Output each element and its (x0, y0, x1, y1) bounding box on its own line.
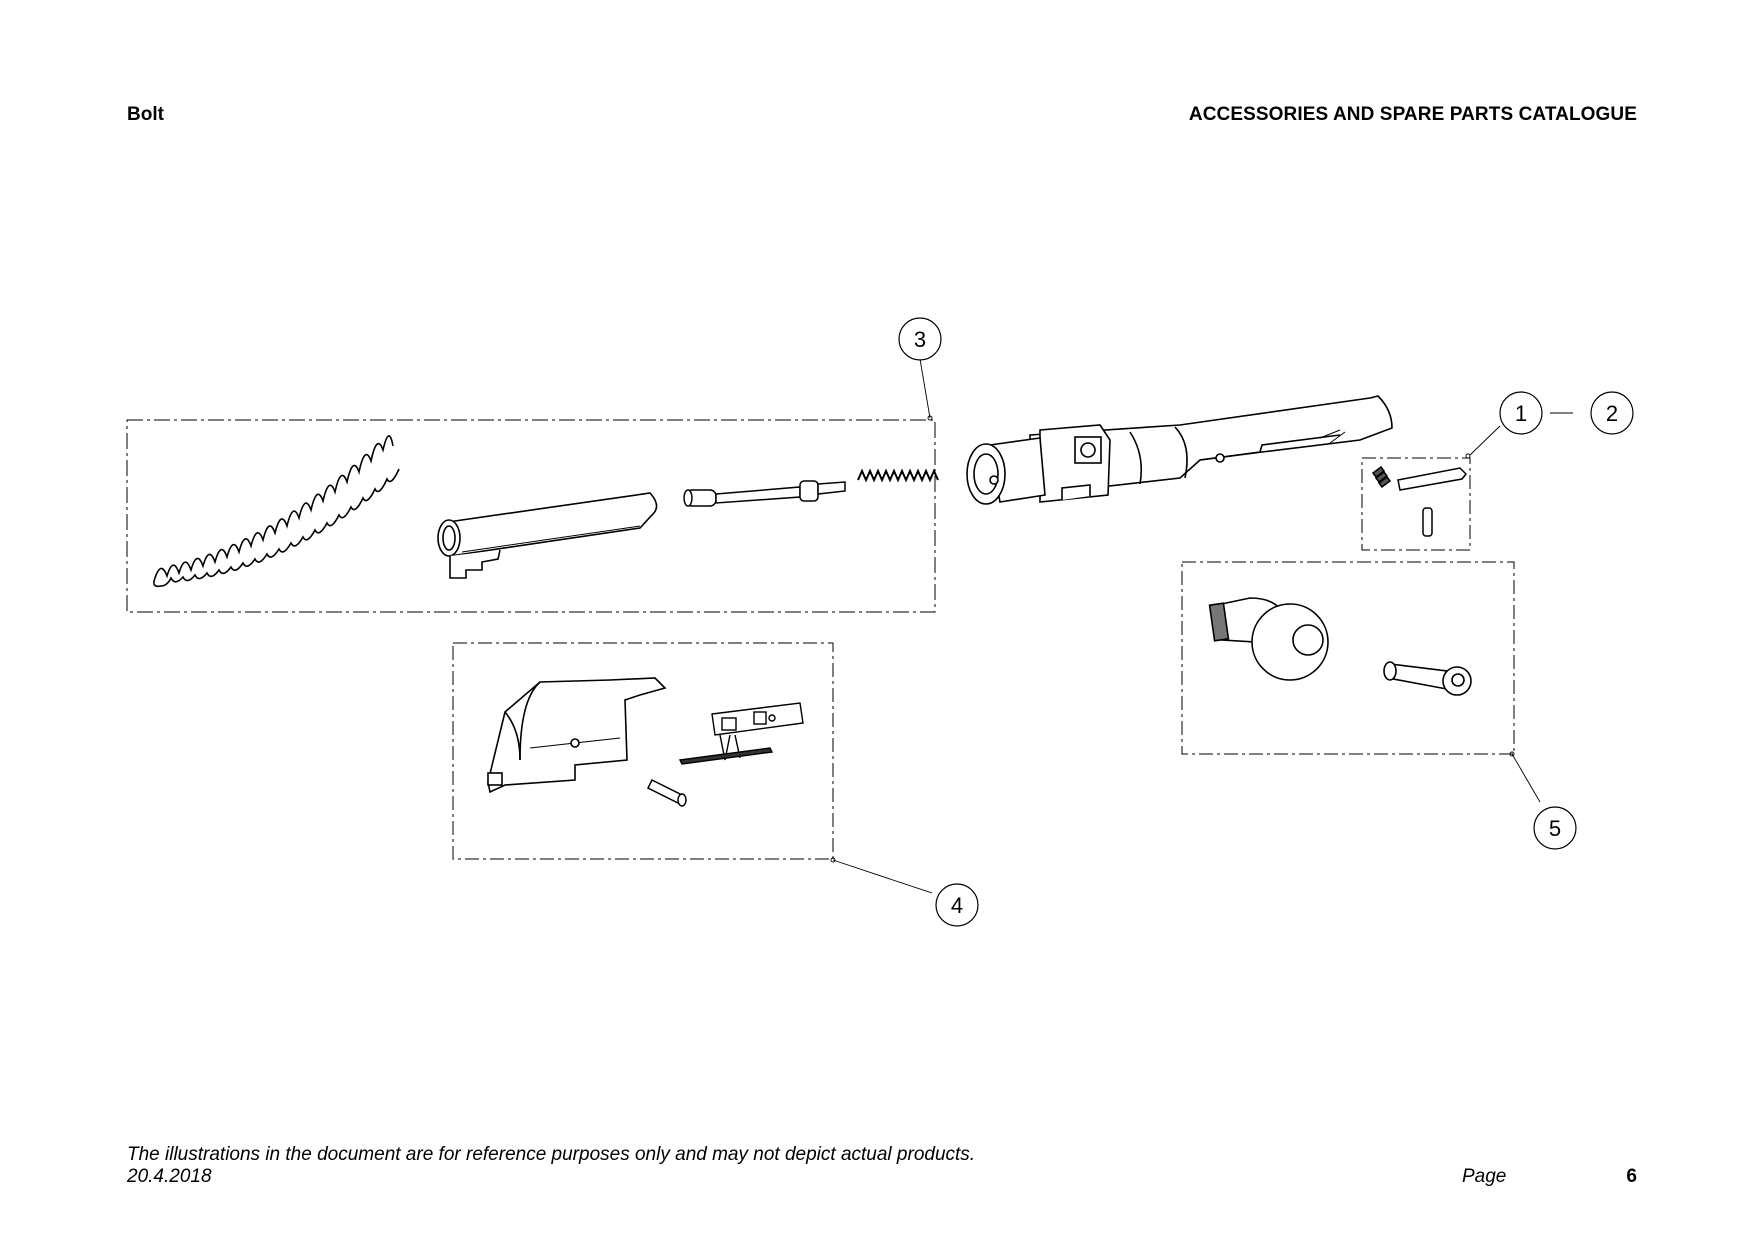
bolt-carrier (966, 395, 1393, 505)
cam-pin (646, 778, 687, 807)
bolt-latch-assembly (678, 702, 804, 765)
leader-lines (830, 358, 1573, 894)
svg-text:3: 3 (914, 327, 926, 352)
firing-pin-spring (857, 468, 939, 483)
charging-handle (1208, 597, 1329, 681)
page-label: Page (1462, 1166, 1507, 1187)
firing-pin (683, 480, 846, 507)
group-1-2-box (1361, 457, 1471, 551)
callout-3: 3 (898, 317, 942, 361)
extractor-parts (1371, 465, 1468, 537)
handle-screw (1383, 661, 1472, 696)
group-3-box (126, 419, 936, 613)
svg-text:5: 5 (1549, 816, 1561, 841)
bolt-cover (487, 677, 667, 794)
page-number: 6 (1626, 1166, 1637, 1187)
svg-text:1: 1 (1515, 401, 1527, 426)
callout-4: 4 (935, 883, 979, 927)
callout-2: 2 (1590, 391, 1634, 435)
catalogue-title: ACCESSORIES AND SPARE PARTS CATALOGUE (1188, 104, 1637, 125)
recoil-spring (153, 435, 400, 588)
callout-1: 1 (1499, 391, 1543, 435)
group-4-box (452, 642, 834, 860)
svg-text:2: 2 (1606, 401, 1618, 426)
svg-text:4: 4 (951, 893, 963, 918)
section-title: Bolt (127, 104, 164, 125)
document-date: 20.4.2018 (127, 1166, 212, 1187)
guide-tube (437, 492, 658, 579)
group-5-box (1181, 561, 1515, 755)
disclaimer-text: The illustrations in the document are fo… (127, 1144, 976, 1165)
callout-5: 5 (1533, 806, 1577, 850)
